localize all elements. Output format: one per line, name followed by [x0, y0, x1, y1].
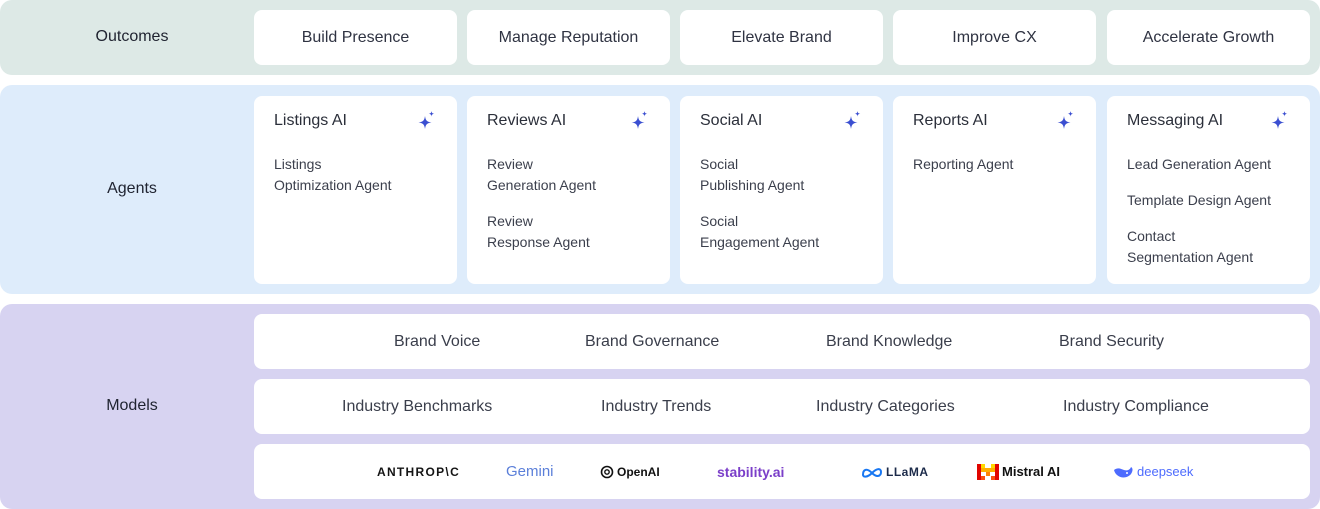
sparkle-icon: [1057, 111, 1074, 129]
brand-governance[interactable]: Brand Governance: [585, 332, 720, 350]
industry-compliance[interactable]: Industry Compliance: [1063, 397, 1209, 415]
stability-wordmark: stability.ai: [717, 463, 785, 480]
agent-item-line: Review: [487, 156, 533, 172]
deepseek-wordmark: deepseek: [1137, 464, 1194, 479]
llama-wordmark: LLaMA: [886, 464, 929, 479]
agent-list: Reporting Agent: [913, 154, 1076, 175]
brand-voice[interactable]: Brand Voice: [394, 332, 481, 350]
models-band: Models Brand Voice Brand Governance Bran…: [0, 304, 1320, 509]
agent-item-line: Reporting Agent: [913, 156, 1014, 172]
outcome-accelerate-growth[interactable]: Accelerate Growth: [1107, 10, 1310, 65]
agent-item-line: Engagement Agent: [700, 234, 820, 250]
gemini-logo: Gemini: [506, 444, 554, 499]
agent-item-line: Template Design Agent: [1127, 192, 1271, 208]
openai-icon: [600, 465, 614, 478]
agent-card-title: Listings AI: [274, 112, 347, 129]
brand-knowledge[interactable]: Brand Knowledge: [826, 332, 953, 350]
providers-row: ANTHROP\C Gemini OpenAI stability.ai LLa…: [254, 444, 1310, 499]
agent-item-line: Optimization Agent: [274, 177, 392, 193]
sparkle-icon: [1271, 111, 1288, 129]
agent-item-line: Lead Generation Agent: [1127, 156, 1272, 172]
industry-models-row: Industry Benchmarks Industry Trends Indu…: [254, 379, 1310, 434]
agent-item-line: Generation Agent: [487, 177, 596, 193]
outcomes-label: Outcomes: [95, 28, 169, 45]
outcome-manage-reputation[interactable]: Manage Reputation: [467, 10, 670, 65]
openai-wordmark: OpenAI: [617, 464, 660, 479]
anthropic-wordmark: ANTHROP\C: [377, 464, 461, 479]
agent-item-line: Social: [700, 213, 739, 229]
agent-item[interactable]: Template Design Agent: [1127, 190, 1290, 211]
stability-logo: stability.ai: [717, 444, 784, 499]
openai-logo: OpenAI: [600, 444, 660, 499]
mistral-logo: Mistral AI: [977, 444, 1060, 499]
sparkle-icon: [418, 111, 435, 129]
deepseek-logo: deepseek: [1112, 444, 1193, 499]
llama-logo: LLaMA: [861, 444, 929, 499]
agent-card-title: Social AI: [700, 112, 763, 129]
agent-item-line: Review: [487, 213, 533, 229]
agent-card-title: Messaging AI: [1127, 112, 1224, 129]
agent-card-reports[interactable]: Reports AI Reporting Agent: [893, 96, 1096, 284]
agent-item-line: Contact: [1127, 228, 1176, 244]
industry-benchmarks[interactable]: Industry Benchmarks: [342, 397, 493, 415]
agent-item-line: Segmentation Agent: [1127, 249, 1254, 265]
agent-item[interactable]: Lead Generation Agent: [1127, 154, 1290, 175]
agents-label: Agents: [107, 180, 157, 197]
mistral-wordmark: Mistral AI: [1002, 464, 1061, 479]
agent-item-line: Listings: [274, 156, 322, 172]
brand-models-row: Brand Voice Brand Governance Brand Knowl…: [254, 314, 1310, 369]
models-label: Models: [106, 397, 158, 414]
outcome-improve-cx[interactable]: Improve CX: [893, 10, 1096, 65]
gemini-wordmark: Gemini: [506, 463, 554, 480]
deepseek-whale-icon: [1114, 466, 1133, 477]
sparkle-icon: [631, 111, 648, 129]
anthropic-logo: ANTHROP\C: [377, 444, 460, 499]
agent-item[interactable]: Reporting Agent: [913, 154, 1076, 175]
industry-categories[interactable]: Industry Categories: [816, 397, 955, 415]
agent-item-line: Publishing Agent: [700, 177, 805, 193]
agent-item-line: Social: [700, 156, 739, 172]
agent-item-line: Response Agent: [487, 234, 590, 250]
outcome-build-presence[interactable]: Build Presence: [254, 10, 457, 65]
brand-security[interactable]: Brand Security: [1059, 332, 1164, 350]
sparkle-icon: [844, 111, 861, 129]
agent-card-title: Reviews AI: [487, 112, 567, 129]
industry-trends[interactable]: Industry Trends: [601, 397, 712, 415]
agent-card-title: Reports AI: [913, 112, 988, 129]
outcomes-band: Outcomes Build Presence Manage Reputatio…: [0, 0, 1320, 75]
mistral-icon: [977, 463, 999, 480]
outcome-elevate-brand[interactable]: Elevate Brand: [680, 10, 883, 65]
meta-icon: [861, 467, 883, 478]
